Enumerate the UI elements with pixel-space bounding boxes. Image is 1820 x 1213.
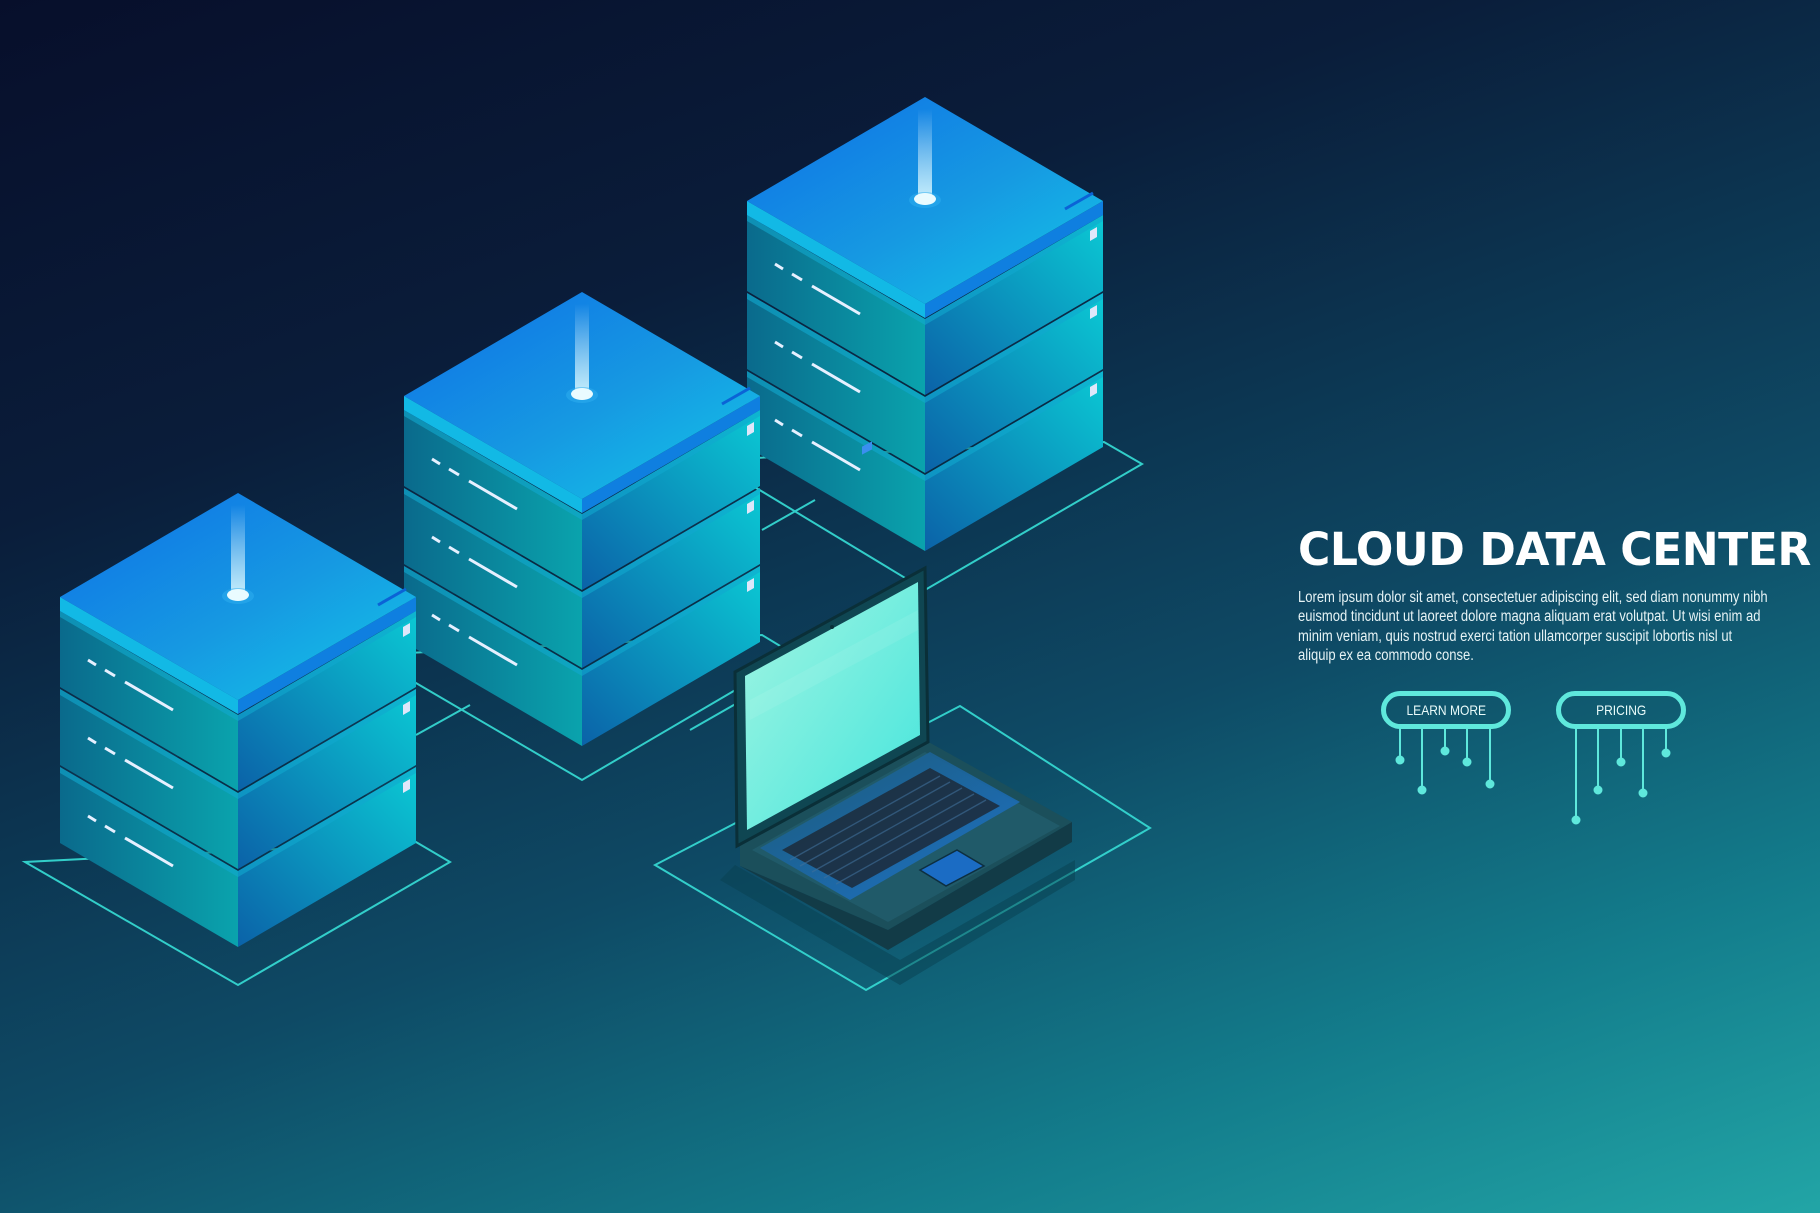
pricing-button[interactable]: PRICING xyxy=(1556,691,1686,729)
hero-section: CLOUD DATA CENTER Lorem ipsum dolor sit … xyxy=(1298,522,1811,665)
server-1 xyxy=(60,493,416,947)
cta-connectors xyxy=(1395,728,1671,825)
server-2 xyxy=(404,292,760,746)
learn-more-button[interactable]: LEARN MORE xyxy=(1381,691,1511,729)
hero-title: CLOUD DATA CENTER xyxy=(1298,523,1811,576)
hero-description: Lorem ipsum dolor sit amet, consectetuer… xyxy=(1298,589,1768,664)
server-3 xyxy=(747,97,1103,551)
pricing-label: PRICING xyxy=(1595,702,1647,718)
learn-more-label: LEARN MORE xyxy=(1406,702,1486,718)
laptop xyxy=(720,441,1075,985)
